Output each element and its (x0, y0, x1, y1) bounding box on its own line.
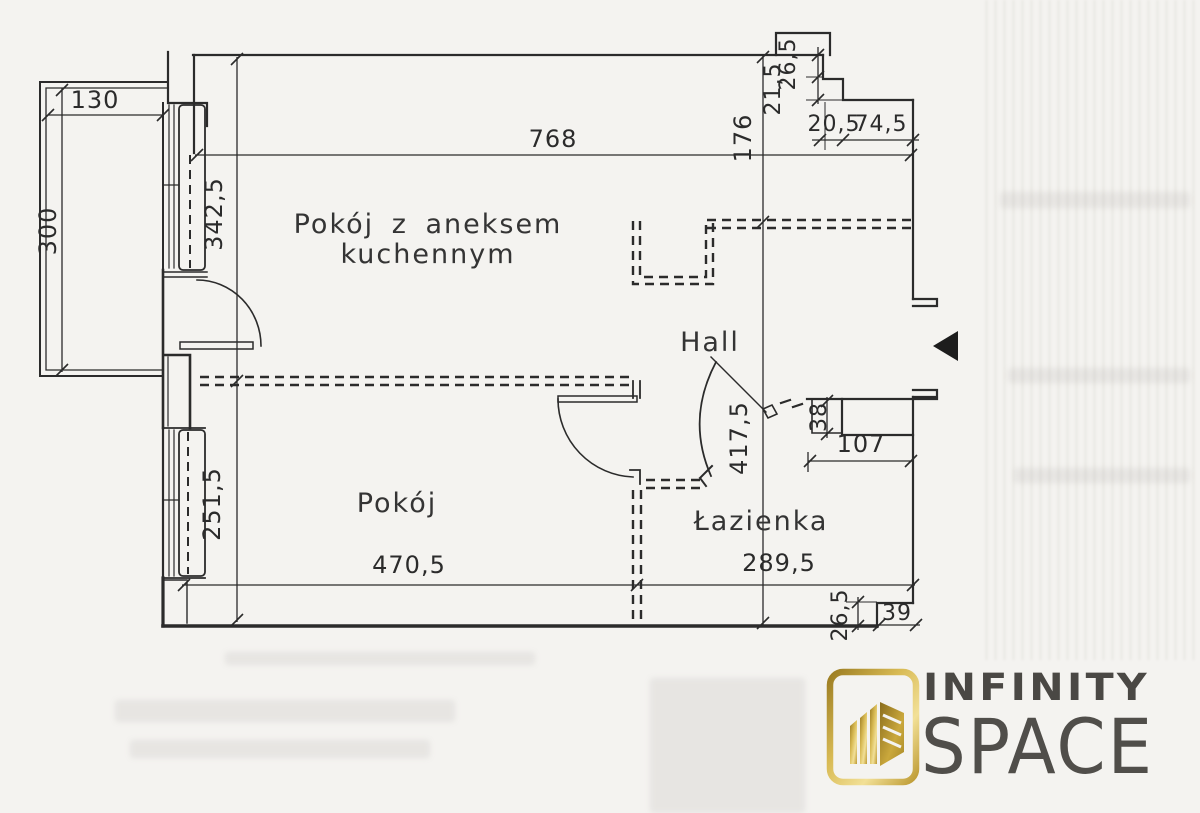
living-partition (200, 375, 633, 387)
scan-smudge (115, 700, 455, 722)
dim-shaft-height: 38 (807, 402, 832, 432)
logo: INFINITY SPACE (826, 666, 1154, 791)
balcony (39, 81, 169, 377)
scan-smudge (225, 652, 535, 665)
lower-window-lines (162, 429, 180, 577)
hinge-dashes (779, 398, 804, 409)
logo-text-space: SPACE (921, 702, 1154, 791)
dim-extensions (806, 76, 877, 603)
kitchen-counter-inner (638, 221, 708, 279)
balcony-door-leaf (179, 341, 254, 350)
dim-top-width: 768 (529, 125, 578, 153)
balcony-rail-inner (45, 87, 169, 371)
corner-notch (875, 601, 915, 629)
bath-door-stop (698, 464, 714, 488)
dim-step-2: 26,5 (776, 38, 801, 91)
hall-leader-line (710, 356, 767, 413)
dim-step-3: 20,5 (808, 112, 861, 137)
top-shaft-protrusion (774, 31, 832, 57)
hall-door-leaf (557, 395, 638, 403)
upper-window-sash (178, 104, 206, 271)
partition-corner-solid (632, 380, 641, 399)
room-label-bathroom: Łazienka (693, 506, 829, 537)
interior-walls (557, 356, 939, 488)
hall-partition-vertical (631, 490, 643, 626)
logo-text-infinity: INFINITY (923, 666, 1150, 709)
scan-smudge (130, 740, 430, 758)
dimension-lines (48, 47, 920, 630)
hall-door-stop (629, 469, 641, 485)
balcony-door-lintel (162, 271, 208, 278)
kitchen-partition-top (707, 218, 913, 230)
dim-balcony-width: 130 (71, 86, 120, 114)
shaft-dim-box (811, 399, 843, 434)
logo-icon-frame (826, 668, 920, 786)
dimension-labels: 130 300 768 342,5 251,5 176 417,5 21,5 2… (34, 38, 912, 642)
mid-pier (161, 268, 192, 430)
dim-kitchen-right-height: 176 (729, 114, 757, 163)
dim-shaft-width: 107 (837, 430, 886, 458)
dashed-partitions (187, 155, 913, 626)
bath-door-arc (698, 360, 718, 478)
hinge-glyph (761, 403, 779, 420)
balcony-rail-outer (39, 81, 169, 377)
scan-smudge (1008, 368, 1190, 383)
top-right-steps (821, 53, 915, 102)
room-labels: Pokój z aneksem kuchennym Hall Pokój Łaz… (294, 209, 829, 537)
upper-pier (166, 50, 209, 155)
door-jamb-bottom (911, 388, 939, 399)
dim-room-width: 470,5 (372, 551, 446, 579)
dimension-ticks (41, 48, 923, 633)
scan-streaks (985, 0, 1200, 660)
hall-partition-short (646, 478, 700, 490)
left-wall-and-windows (161, 50, 262, 580)
hall-door-arc (557, 398, 634, 478)
room-label-hall: Hall (680, 327, 740, 358)
dim-right-lower-height: 417,5 (725, 401, 753, 475)
room-label-living-2: kuchennym (341, 239, 516, 270)
scan-smudge (1000, 192, 1190, 208)
dim-bathroom-width: 289,5 (742, 549, 816, 577)
dim-step-4: 74,5 (855, 112, 908, 137)
logo-building-icon (850, 702, 904, 766)
lower-window-sills (162, 427, 206, 579)
scan-smudge (1014, 468, 1190, 483)
bath-shaft (840, 397, 915, 437)
kitchen-counter-outer (631, 221, 715, 286)
room-label-room: Pokój (357, 488, 438, 519)
dim-notch-height: 26,5 (828, 589, 853, 642)
scan-smudge (650, 678, 805, 813)
entrance-arrow-icon (933, 331, 958, 361)
lower-window-sash (178, 429, 206, 577)
upper-window-lines (162, 104, 180, 269)
dim-lower-left-height: 251,5 (198, 467, 226, 541)
dim-balcony-depth: 300 (34, 207, 62, 256)
balcony-door-arc (196, 279, 262, 347)
dim-notch-width: 39 (882, 601, 912, 626)
left-wall-bottom-pier-inner (162, 579, 188, 624)
room-label-living-1: Pokój z aneksem (294, 209, 563, 240)
dim-upper-left-height: 342,5 (200, 177, 228, 251)
dim-step-1: 21,5 (761, 63, 786, 116)
door-jamb-top (911, 297, 939, 308)
